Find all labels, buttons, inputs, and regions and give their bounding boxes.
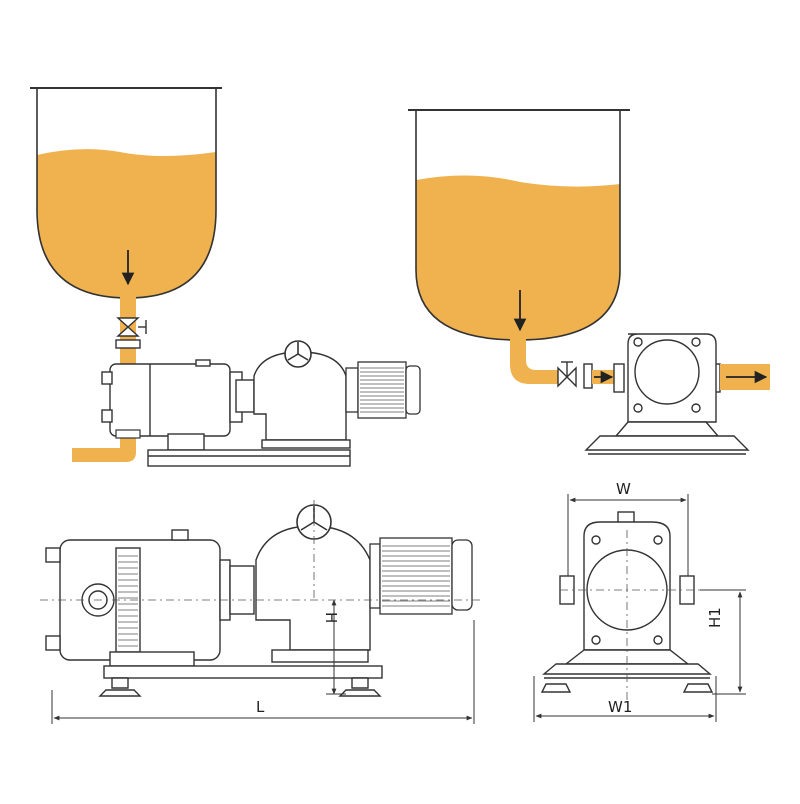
tank-right [408,109,630,341]
installation-side-inlet [30,87,421,467]
base-side [98,651,383,697]
foot-right [338,689,382,697]
pump-head-left [101,359,255,437]
dim-label-L: L [256,698,265,716]
gearbox-left [253,351,351,449]
dim-W [567,494,689,576]
tank-right-fluid [416,175,620,340]
valve-right [557,361,593,389]
installation-front-inlet [408,109,770,455]
dim-label-W: W [616,480,631,498]
dim-H1 [700,589,746,695]
base-left [147,433,351,467]
motor-side [369,537,473,615]
foot-left [98,689,142,697]
foot-front-right [682,683,714,693]
dim-label-H: H [322,612,340,623]
outlet-pipe-left [72,436,136,462]
handwheel-left[interactable] [284,340,312,368]
tank-left-fluid [37,149,216,298]
dim-W1 [533,676,717,722]
foot-front-left [540,683,572,693]
motor-left [345,361,421,419]
valve-left [115,317,147,349]
tank-left [30,87,222,299]
dim-label-H1: H1 [706,607,724,628]
inlet-pipe-right [510,338,558,384]
dim-label-W1: W1 [608,698,632,716]
dim-H [326,599,346,695]
pump-head-side [45,529,255,661]
side-elevation-dimensions: L H [40,500,480,724]
pump-front-right [584,333,750,455]
dim-L [51,620,475,724]
front-elevation-dimensions: W W1 H1 [533,480,746,722]
